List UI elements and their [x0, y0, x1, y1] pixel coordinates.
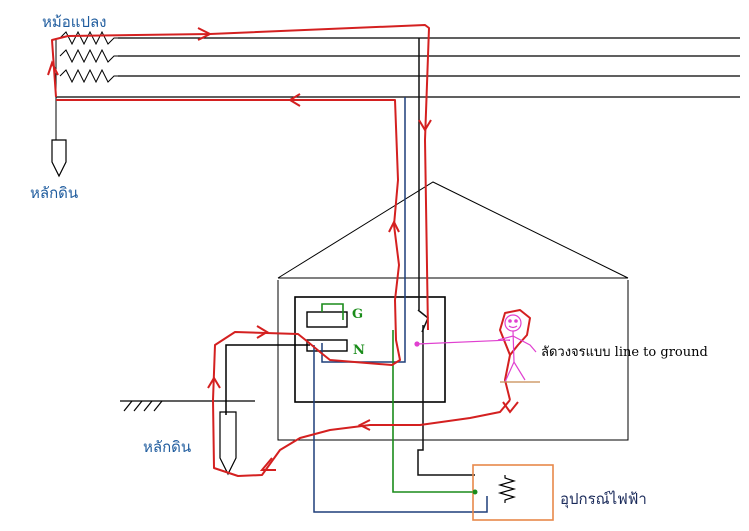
- distribution-lines: [56, 37, 740, 98]
- earth-hatch-icon: [120, 400, 255, 412]
- panel-g-label: G: [352, 307, 364, 322]
- flow-arrows: [47, 27, 519, 471]
- distribution-panel: [294, 296, 446, 403]
- ground-rod-icon: [51, 139, 67, 178]
- touch-line: [414, 339, 511, 347]
- appliance-label: อุปกรณ์ไฟฟ้า: [560, 490, 647, 508]
- ground-wires: [321, 303, 475, 493]
- person-figure-icon: [497, 314, 540, 383]
- ground-bus-bar: [306, 311, 348, 328]
- transformer-coil-icon: [55, 30, 118, 140]
- transformer-label: หม้อแปลง: [42, 13, 107, 31]
- ground-rod-bottom-label: หลักดิน: [143, 438, 192, 456]
- ground-rod-icon: [219, 411, 237, 476]
- fault-current-path: [51, 24, 531, 477]
- panel-n-label: N: [353, 343, 365, 358]
- earth-wire: [225, 344, 310, 415]
- ground-rod-top-label: หลักดิน: [30, 184, 79, 202]
- resistor-zigzag-icon: [497, 475, 517, 503]
- appliance-box: [472, 464, 554, 521]
- fault-description-label: ลัดวงจรแบบ line to ground: [541, 345, 708, 360]
- house-outline: [277, 181, 629, 441]
